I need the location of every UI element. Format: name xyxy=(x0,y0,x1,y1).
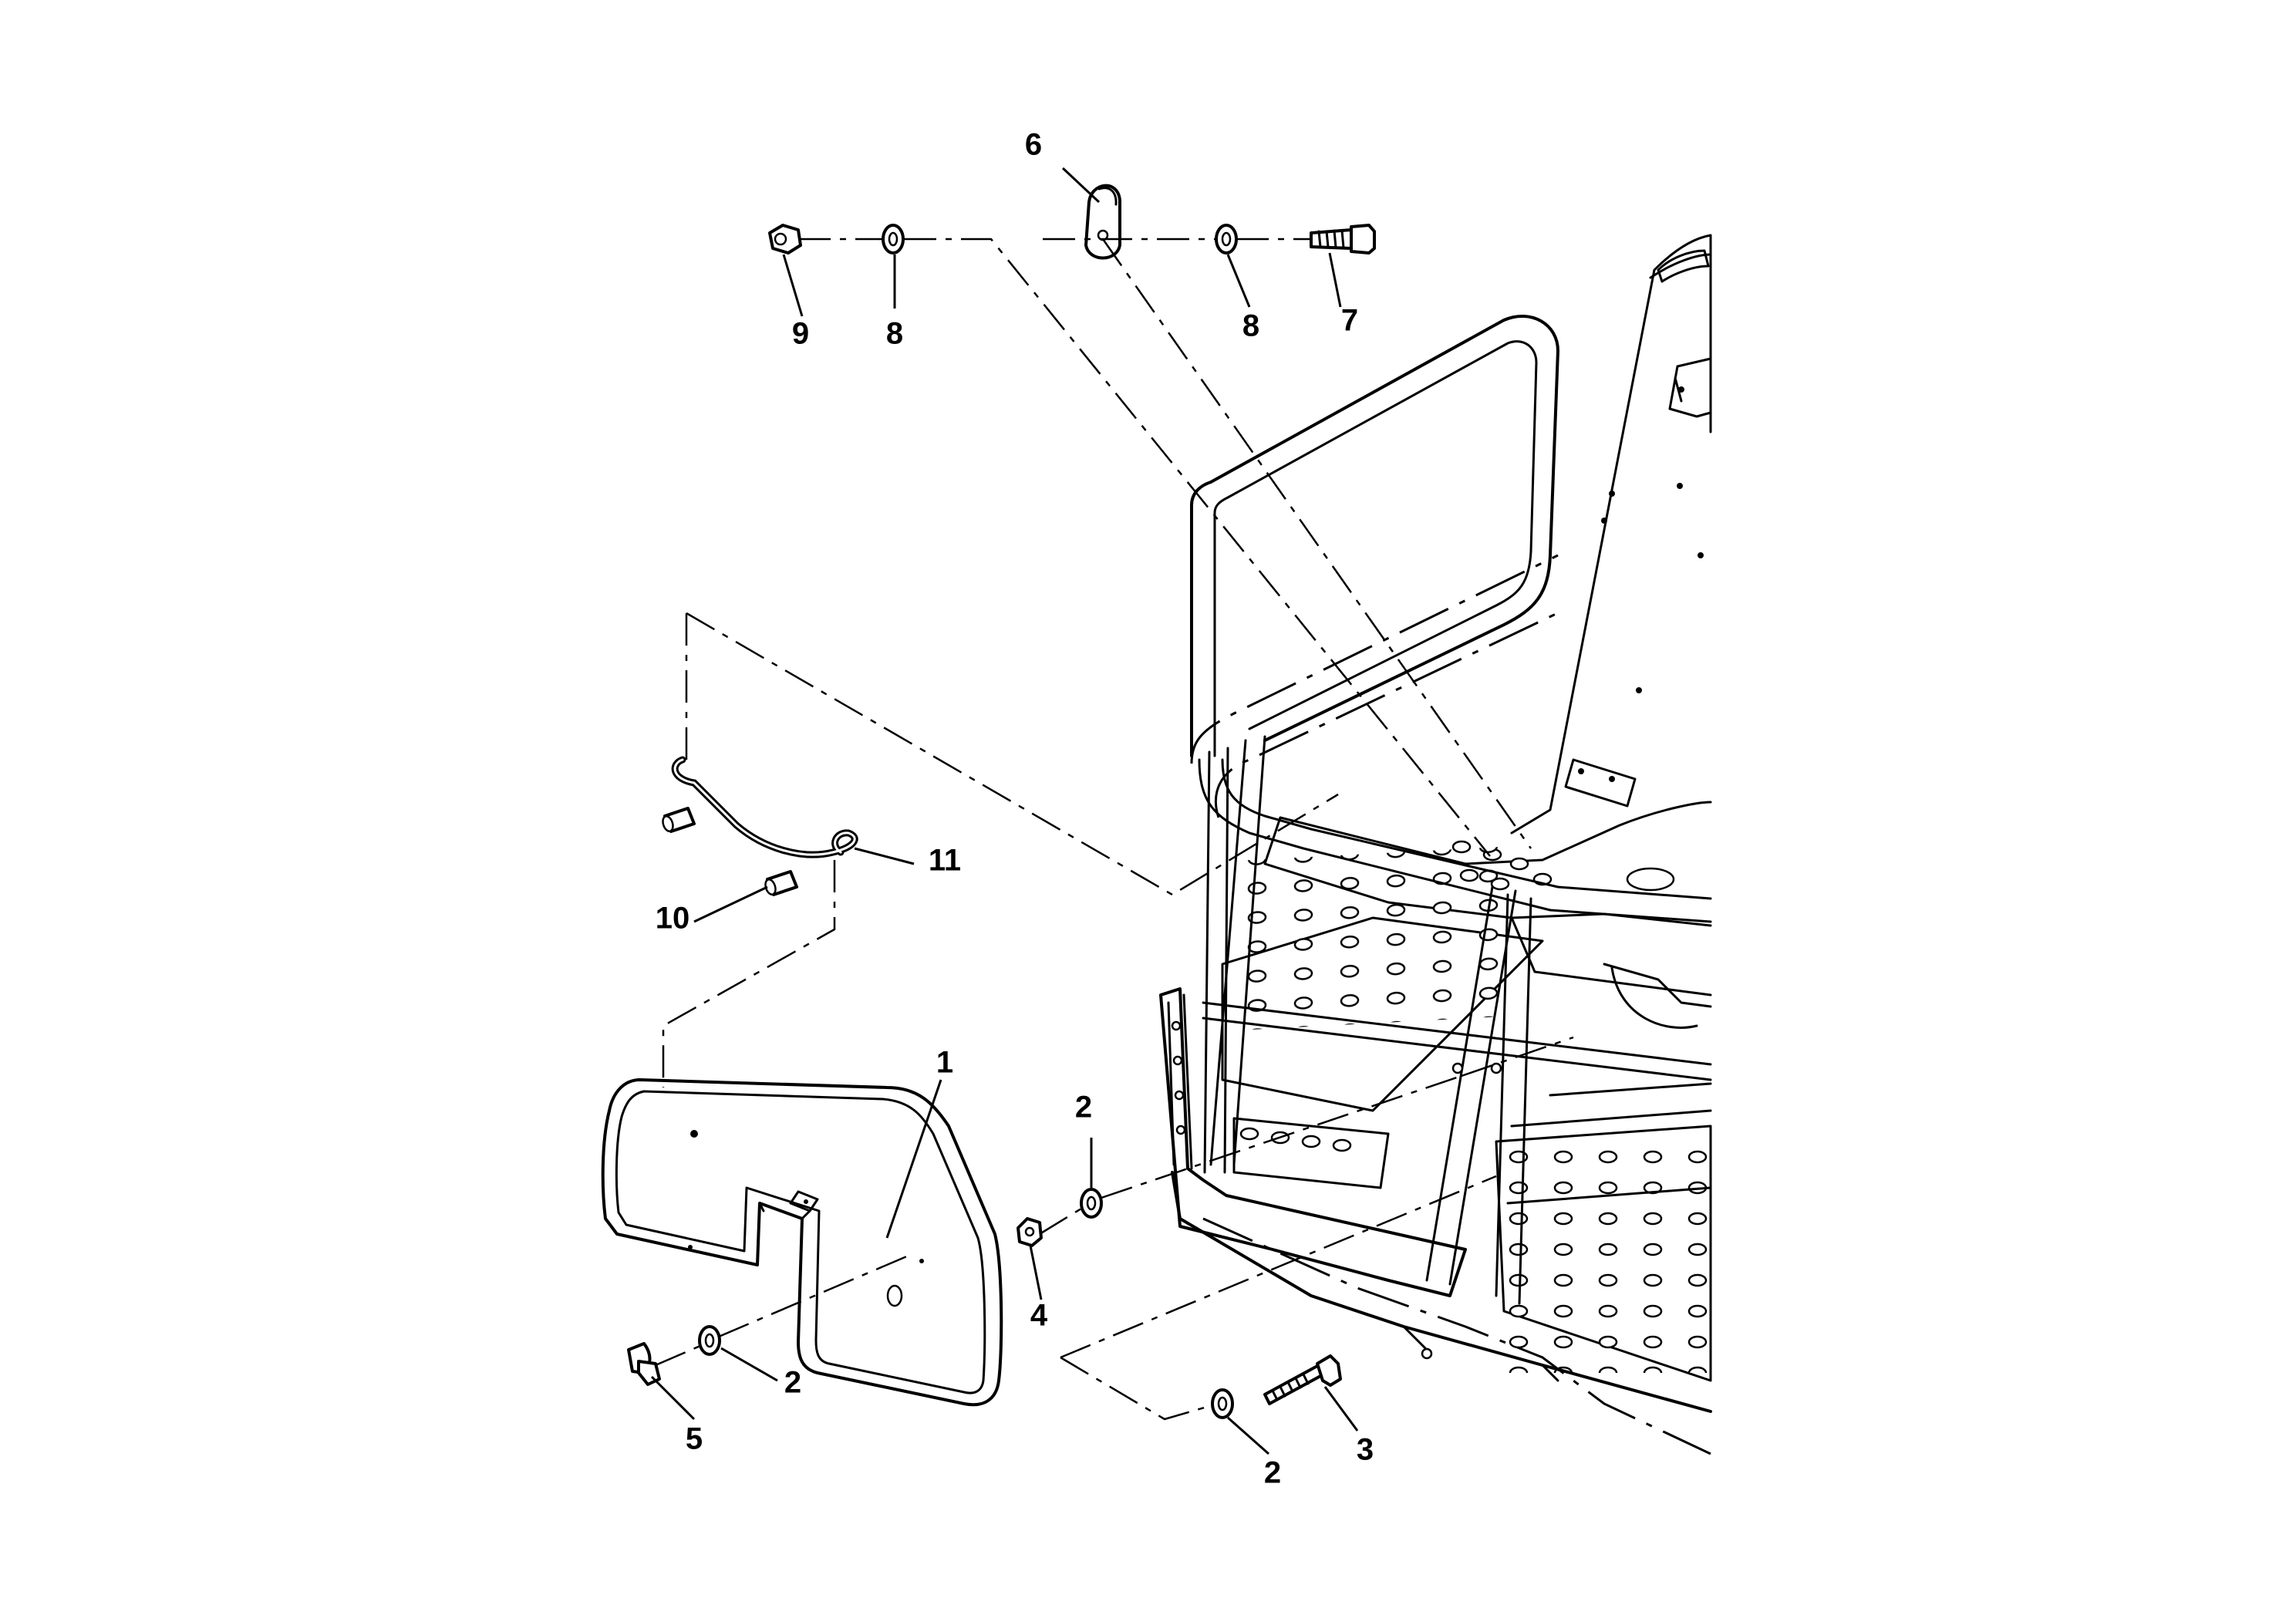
washer-part-8-left xyxy=(882,224,905,255)
callout-7: 7 xyxy=(1341,304,1358,338)
cab-top-edge xyxy=(1657,249,1710,283)
callout-4: 4 xyxy=(1030,1299,1048,1333)
guard-plate-bracket xyxy=(789,1190,819,1212)
callout-2-mid: 2 xyxy=(1075,1091,1092,1125)
cab-bracket-mid xyxy=(1564,758,1637,808)
callout-3: 3 xyxy=(1357,1433,1374,1467)
guard-plate xyxy=(601,1078,1003,1407)
handrail-bar-inner xyxy=(1221,758,1712,900)
wing-nut-part-5 xyxy=(627,1342,661,1386)
handrail-inner xyxy=(1213,340,1538,757)
right-lower-deck xyxy=(1495,1125,1712,1382)
callout-2-left: 2 xyxy=(784,1366,801,1400)
frame-post-far xyxy=(1495,893,1532,1305)
callout-10: 10 xyxy=(656,902,690,936)
right-deck-edge xyxy=(1506,1082,1712,1205)
callout-5: 5 xyxy=(686,1422,703,1456)
cable-assembly xyxy=(662,756,858,896)
bolt-part-3 xyxy=(1263,1354,1342,1405)
step-side-rivets xyxy=(1171,1020,1186,1135)
callout-1: 1 xyxy=(936,1046,953,1080)
assembly-centerlines xyxy=(655,238,1574,1421)
lower-hardware xyxy=(627,1188,1342,1419)
frame-post-mid xyxy=(1209,735,1266,1166)
lanyard-cable-part-11 xyxy=(671,756,858,858)
chassis-hidden-edge xyxy=(1202,1217,1711,1455)
washer-part-8-right xyxy=(1215,224,1238,255)
handrail-phantom xyxy=(1190,554,1566,818)
guard-plate-hole xyxy=(886,1284,903,1307)
deck-filler-cap xyxy=(1626,867,1675,892)
guard-plate-notch xyxy=(758,1202,811,1220)
step-frame xyxy=(1159,987,1467,1297)
right-deck-perforation xyxy=(1504,1141,1711,1373)
washer-part-2-mid xyxy=(1080,1188,1103,1219)
tab-plate-part-6 xyxy=(1084,184,1121,260)
cable-sleeve-part-10b xyxy=(764,870,798,896)
nut-part-9 xyxy=(768,224,802,255)
callout-11: 11 xyxy=(929,844,961,878)
leader-lines xyxy=(650,167,1359,1455)
deck-front-lip xyxy=(1603,963,1712,1029)
cab-side-panel xyxy=(1510,234,1712,835)
step-frame-inner xyxy=(1167,993,1193,1170)
washer-part-2-bottom xyxy=(1211,1388,1234,1419)
lower-tread-perforation xyxy=(1234,846,1504,1031)
guard-plate-part-1 xyxy=(601,1078,1003,1407)
handrail xyxy=(1190,315,1559,757)
chassis-lower-edge xyxy=(1310,1294,1559,1382)
cable-sleeve-part-10 xyxy=(662,807,696,833)
callout-8-left: 8 xyxy=(886,317,903,351)
callout-9: 9 xyxy=(792,317,809,351)
bolt-part-7 xyxy=(1310,224,1376,255)
frame-post-right xyxy=(1425,885,1517,1286)
callout-8-right: 8 xyxy=(1242,309,1259,343)
callout-2-bottom: 2 xyxy=(1264,1456,1281,1490)
handrail-top-bar xyxy=(1198,758,1712,923)
guard-plate-inner xyxy=(615,1090,986,1394)
washer-part-2-left xyxy=(698,1325,721,1356)
nut-part-4 xyxy=(1017,1217,1043,1247)
bottom-step xyxy=(1232,1117,1390,1189)
machine-assembly xyxy=(1159,234,1712,1455)
frame-crossbar xyxy=(1202,1001,1712,1081)
callouts: 6 9 8 8 7 11 10 1 2 4 2 5 3 2 xyxy=(656,128,1374,1490)
cab-bracket-top xyxy=(1668,357,1712,418)
top-hardware xyxy=(768,184,1376,260)
frame-post-left xyxy=(1203,747,1229,1174)
callout-6: 6 xyxy=(1025,128,1042,162)
